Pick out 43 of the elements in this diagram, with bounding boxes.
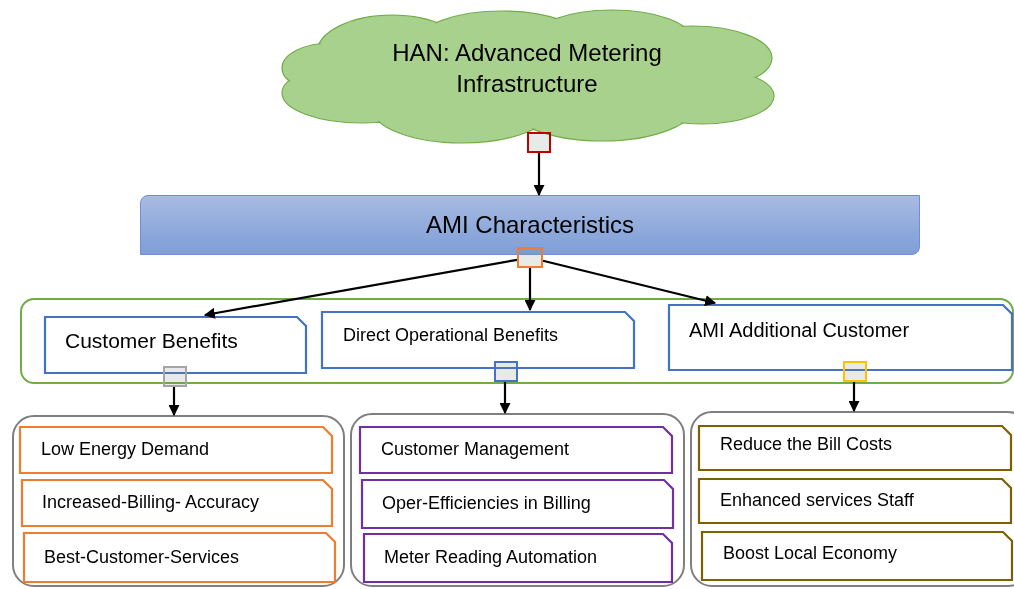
group-container [20,298,1014,384]
header-bar [140,195,920,255]
item-label: Best-Customer-Services [43,545,240,569]
benefit-box [44,316,307,374]
cloud-title: HAN: Advanced Metering Infrastructure [391,37,663,99]
benefit-box [321,311,635,369]
connection-point [527,132,551,153]
item-label: Increased-Billing- Accuracy [41,491,260,515]
item-label: Boost Local Economy [722,542,898,566]
group-container [350,413,685,587]
benefit-box [698,478,1012,524]
group-container [12,415,345,587]
benefit-box [359,426,673,474]
arrow [203,258,518,319]
benefit-box [363,533,673,583]
benefit-box [668,304,1013,371]
header-title: AMI Characteristics [426,210,634,241]
connection-point [517,247,543,268]
item-label: Customer Management [380,438,570,462]
group-container [690,411,1014,587]
connection-point [163,366,187,387]
benefit-box [19,426,333,474]
benefit-box [698,425,1012,471]
benefit-box [23,532,336,583]
item-label: Customer Benefits [64,328,238,355]
connection-point [843,361,867,382]
arrow [524,268,536,312]
item-label: Reduce the Bill Costs [719,433,893,457]
benefit-box [701,531,1013,581]
arrow [542,259,717,306]
arrow [533,153,545,197]
arrow [848,381,860,413]
arrow [168,386,180,417]
benefit-box [361,479,674,529]
item-label: Low Energy Demand [40,438,210,462]
item-label: Direct Operational Benefits [342,324,559,348]
item-label: Oper-Efficiencies in Billing [381,492,591,516]
item-label: Enhanced services Staff [719,489,914,513]
connection-point [494,361,518,382]
item-label: AMI Additional Customer [688,317,910,343]
arrow [499,381,511,415]
benefit-box [21,479,333,527]
item-label: Meter Reading Automation [383,546,598,570]
